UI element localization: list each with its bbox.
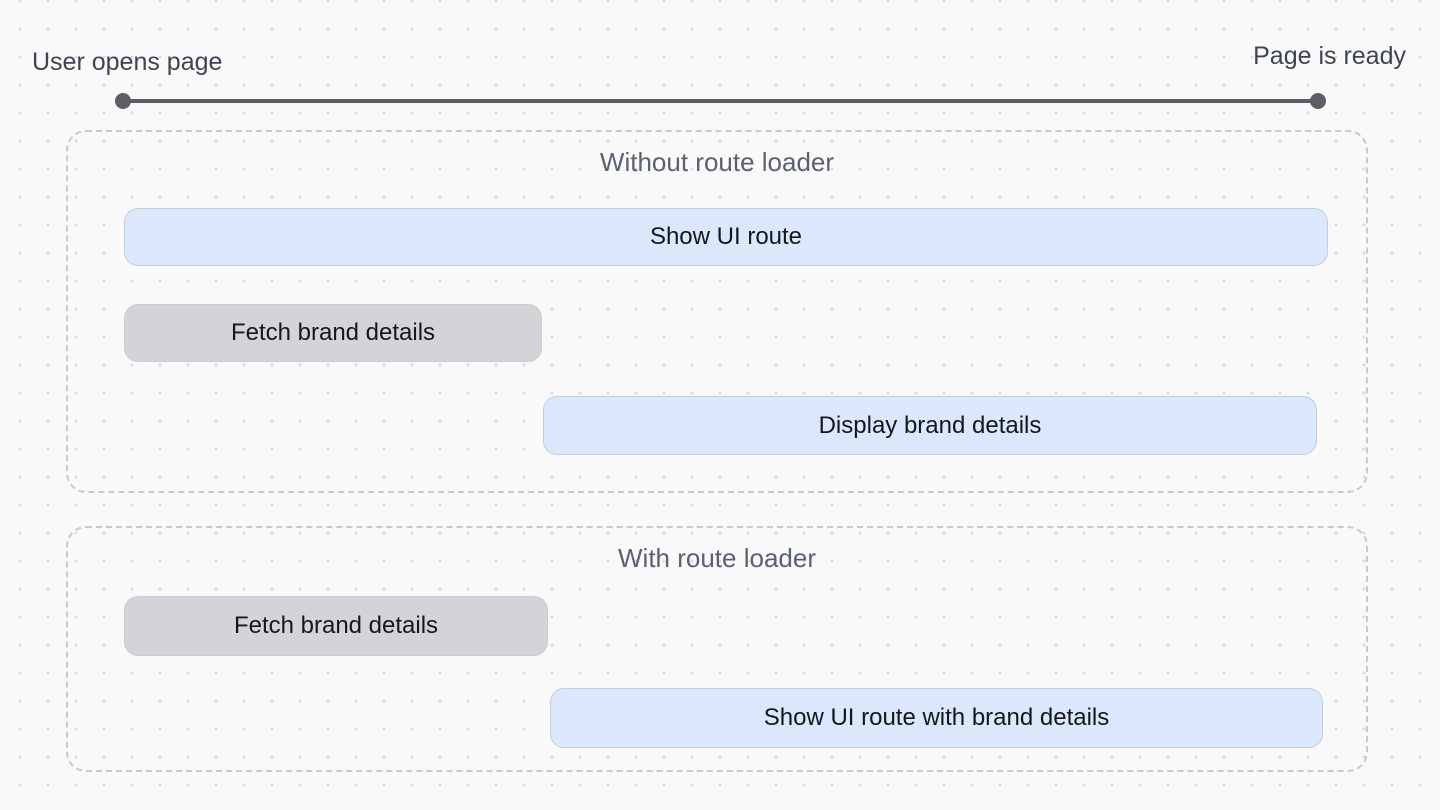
bar-show-ui-route-with-brand-details: Show UI route with brand details <box>550 688 1323 748</box>
timeline-start-dot <box>115 93 131 109</box>
bar-label: Show UI route with brand details <box>763 704 1110 731</box>
timeline-start-label: User opens page <box>32 48 223 76</box>
timeline-end-dot <box>1310 93 1326 109</box>
bar-label: Fetch brand details <box>233 612 439 639</box>
bar-label: Display brand details <box>818 411 1042 439</box>
section-without-route-loader: Without route loader Show UI route Fetch… <box>66 130 1368 493</box>
bar-display-brand-details: Display brand details <box>543 396 1317 455</box>
bar-label: Fetch brand details <box>230 319 436 346</box>
bar-fetch-brand-details: Fetch brand details <box>124 596 548 656</box>
bar-fetch-brand-details: Fetch brand details <box>124 304 542 362</box>
bar-show-ui-route: Show UI route <box>124 208 1328 266</box>
timeline-line <box>115 93 1326 109</box>
bar-label: Show UI route <box>649 223 803 250</box>
section-title-with-route-loader: With route loader <box>618 543 816 573</box>
section-with-route-loader: With route loader Fetch brand details Sh… <box>66 526 1368 772</box>
timeline-end-label: Page is ready <box>1253 42 1406 70</box>
section-title-without-route-loader: Without route loader <box>599 147 835 177</box>
